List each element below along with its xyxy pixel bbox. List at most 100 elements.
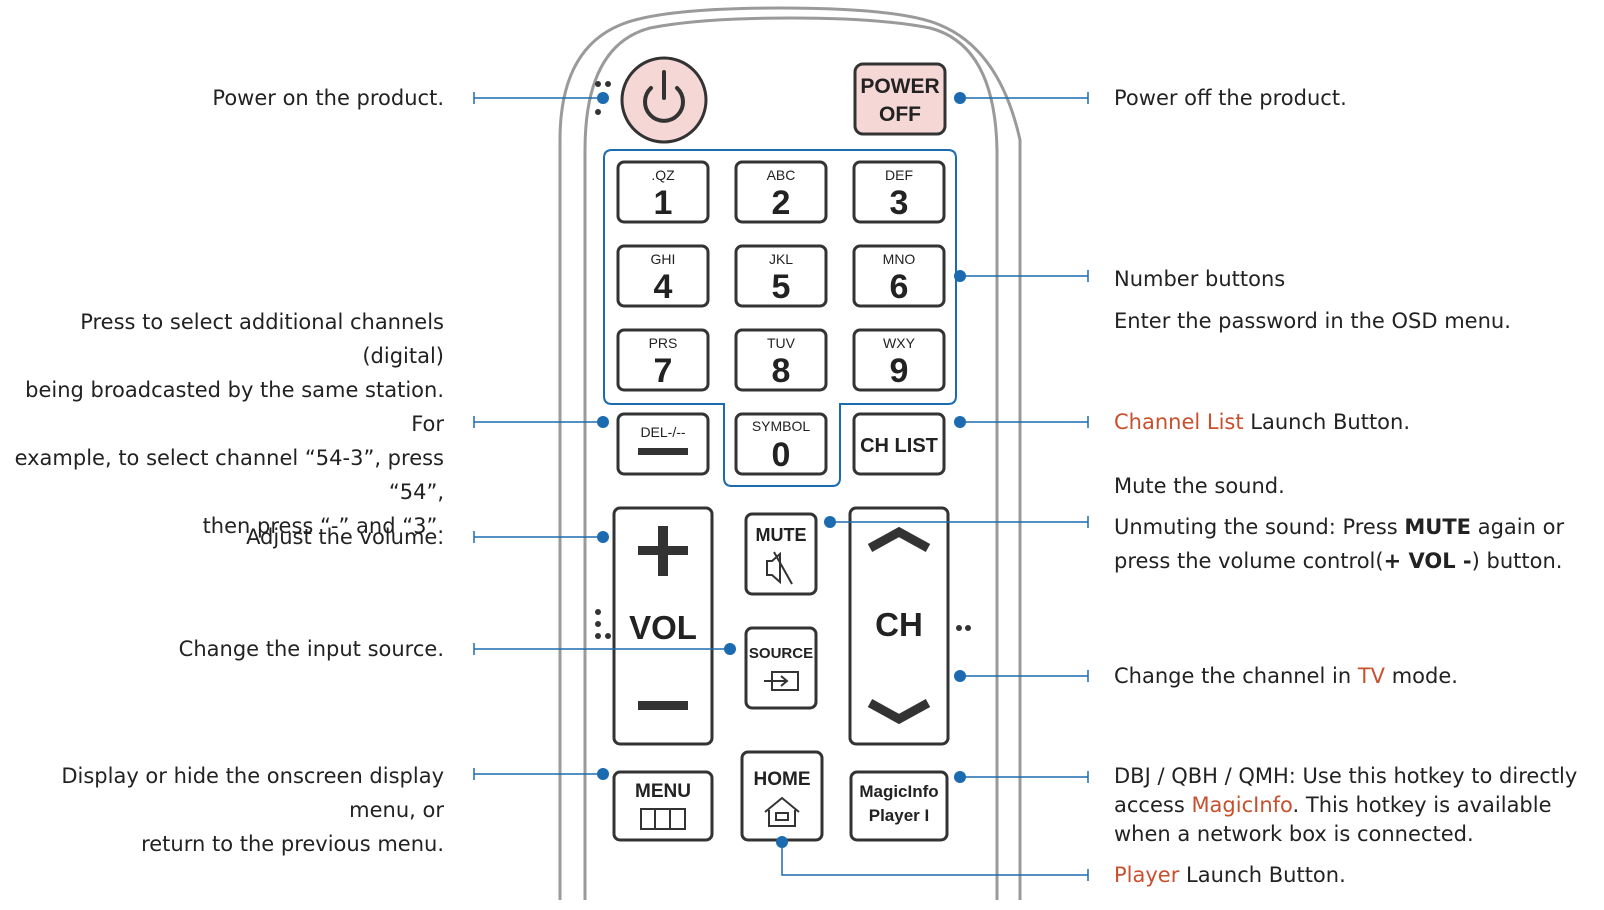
volume-rocker[interactable]: VOL [612,506,714,746]
desc-mute-line-2: Unmuting the sound: Press MUTE again or [1114,510,1594,544]
magicinfo-player-button[interactable]: MagicInfo Player I [849,770,949,842]
callout-volume [473,531,609,543]
desc-power-on: Power on the product. [4,81,444,115]
callout-home [776,836,1089,881]
callout-del [473,416,609,428]
callout-number-pad [954,270,1089,282]
home-icon [764,796,800,827]
desc-number-buttons-title: Number buttons [1114,267,1286,291]
mute-keyword: MUTE [1404,515,1472,539]
number-7-letters: PRS [649,335,678,351]
number-1-digit: 1 [654,184,673,222]
number-button-1[interactable]: .QZ 1 [616,160,710,224]
symbol-label: SYMBOL [752,418,811,434]
callout-source [473,643,736,655]
desc-additional-channels-line-3: example, to select channel “54-3”, press… [14,446,444,504]
number-pad-outline [603,149,957,487]
callout-magicinfo [954,771,1089,783]
home-button[interactable]: HOME [740,750,824,842]
number-button-5[interactable]: JKL 5 [734,244,828,308]
number-2-letters: ABC [767,167,796,183]
number-8-digit: 8 [772,352,791,390]
magicinfo-line-2-a: access [1114,793,1192,817]
desc-volume: Adjust the volume. [4,520,444,554]
tactile-dots [595,81,971,639]
mute-line-3-c: ) button. [1471,549,1563,573]
desc-magicinfo-line-3: when a network box is connected. [1114,822,1474,846]
callout-lines-right [776,92,1089,881]
mute-line-3-a: press the volume control( [1114,549,1384,573]
desc-number-buttons: Number buttons Enter the password in the… [1114,262,1594,338]
number-8-letters: TUV [767,335,796,351]
mute-speaker-icon [766,551,793,585]
desc-channel-list-line: Channel List Launch Button. [1114,405,1594,439]
desc-power-on-text: Power on the product. [212,86,444,110]
power-off-label-1: POWER [860,75,939,98]
number-button-3[interactable]: DEF 3 [852,160,946,224]
number-5-letters: JKL [769,251,793,267]
player-highlight: Player [1114,863,1180,887]
number-button-6[interactable]: MNO 6 [852,244,946,308]
number-9-letters: WXY [883,335,916,351]
callout-menu [473,768,609,780]
menu-button[interactable]: MENU [612,770,714,842]
desc-menu: Display or hide the onscreen display men… [4,759,444,861]
desc-additional-channels: Press to select additional channels (dig… [4,305,444,543]
desc-magicinfo-line-1: DBJ / QBH / QMH: Use this hotkey to dire… [1114,764,1578,788]
callout-channel [954,670,1089,682]
desc-additional-channels-line-2: being broadcasted by the same station. F… [25,378,444,436]
chevron-down-icon [867,699,931,725]
vol-keyword: + VOL - [1383,549,1472,573]
number-button-2[interactable]: ABC 2 [734,160,828,224]
desc-channel-line: Change the channel in TV mode. [1114,659,1594,693]
desc-source: Change the input source. [4,632,444,666]
number-button-8[interactable]: TUV 8 [734,328,828,392]
desc-additional-channels-line-4: then press “-” and “3”. [202,514,444,538]
magicinfo-label-1: MagicInfo [859,782,938,801]
desc-magicinfo: DBJ / QBH / QMH: Use this hotkey to dire… [1114,762,1598,849]
number-button-9[interactable]: WXY 9 [852,328,946,392]
menu-label: MENU [635,781,691,802]
power-icon [643,70,685,123]
desc-mute-line-1: Mute the sound. [1114,474,1285,498]
number-3-letters: DEF [885,167,913,183]
desc-player: Player Launch Button. [1114,858,1594,892]
callout-power-on [473,92,609,104]
desc-power-off-text: Power off the product. [1114,86,1347,110]
desc-magicinfo-line-2: access MagicInfo. This hotkey is availab… [1114,791,1598,820]
power-off-button[interactable]: POWER OFF [853,62,947,136]
mute-line-2-a: Unmuting the sound: Press [1114,515,1405,539]
mute-button[interactable]: MUTE [744,512,818,596]
source-button[interactable]: SOURCE [744,626,818,710]
number-button-4[interactable]: GHI 4 [616,244,710,308]
number-6-digit: 6 [890,268,909,306]
source-label: SOURCE [749,645,813,662]
plus-icon [638,526,688,576]
number-button-0[interactable]: SYMBOL 0 [734,412,828,476]
mute-line-2-c: again or [1471,515,1565,539]
desc-source-text: Change the input source. [178,637,444,661]
power-on-button[interactable] [620,56,708,144]
number-7-digit: 7 [654,352,673,390]
dash-icon [638,448,688,455]
channel-rocker[interactable]: CH [848,506,950,746]
power-off-label-2: OFF [879,103,921,126]
magicinfo-highlight: MagicInfo [1191,793,1293,817]
callout-ch-list [954,416,1089,428]
player-rest: Launch Button. [1179,863,1346,887]
channel-list-highlight: Channel List [1114,410,1244,434]
desc-channel: Change the channel in TV mode. [1114,659,1594,693]
number-4-letters: GHI [651,251,676,267]
ch-list-button[interactable]: CH LIST [852,412,946,476]
desc-menu-line-1: Display or hide the onscreen display men… [61,764,444,822]
magicinfo-label-2: Player I [869,806,930,825]
del-button[interactable]: DEL-/-- [616,412,710,476]
callout-lines-left [473,92,736,780]
desc-player-line: Player Launch Button. [1114,858,1594,892]
desc-menu-line-2: return to the previous menu. [141,832,444,856]
vol-label: VOL [629,609,697,646]
number-0-digit: 0 [772,436,791,474]
number-button-7[interactable]: PRS 7 [616,328,710,392]
desc-additional-channels-line-1: Press to select additional channels (dig… [80,310,444,368]
desc-power-off: Power off the product. [1114,81,1594,115]
